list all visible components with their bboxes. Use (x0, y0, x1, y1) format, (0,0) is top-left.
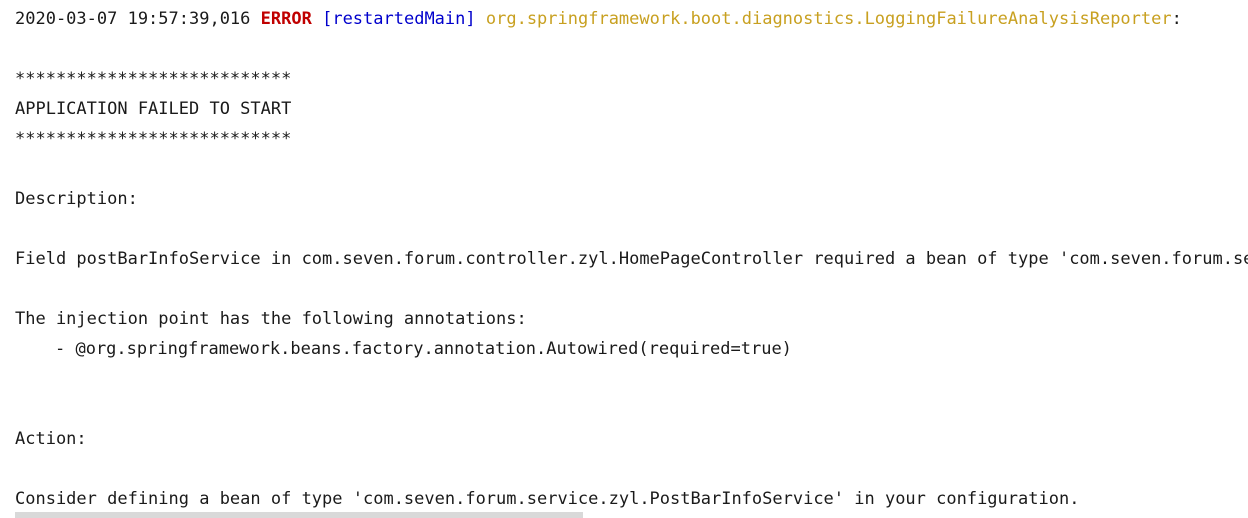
log-timestamp: 2020-03-07 19:57:39,016 (15, 9, 251, 29)
log-header-line: 2020-03-07 19:57:39,016 ERROR [restarted… (15, 8, 1248, 38)
blank-line (15, 458, 1248, 488)
log-level: ERROR (260, 9, 312, 29)
blank-line (15, 38, 1248, 68)
log-logger: org.springframework.boot.diagnostics.Log… (485, 9, 1172, 29)
log-thread: [restartedMain] (322, 9, 476, 29)
annotation-line: - @org.springframework.beans.factory.ann… (55, 339, 792, 359)
blank-line (15, 398, 1248, 428)
horizontal-scrollbar[interactable] (15, 512, 583, 518)
stars-top: *************************** (15, 69, 292, 89)
action-text: Consider defining a bean of type 'com.se… (15, 489, 1080, 509)
stars-bottom: *************************** (15, 129, 292, 149)
injection-header: The injection point has the following an… (15, 309, 527, 329)
blank-line (15, 368, 1248, 398)
action-label: Action: (15, 429, 87, 449)
description-text: Field postBarInfoService in com.seven.fo… (15, 249, 1248, 269)
blank-line (15, 158, 1248, 188)
failed-message: APPLICATION FAILED TO START (15, 99, 292, 119)
blank-line (15, 218, 1248, 248)
blank-line (15, 278, 1248, 308)
log-logger-suffix: : (1171, 9, 1182, 29)
description-label: Description: (15, 189, 138, 209)
